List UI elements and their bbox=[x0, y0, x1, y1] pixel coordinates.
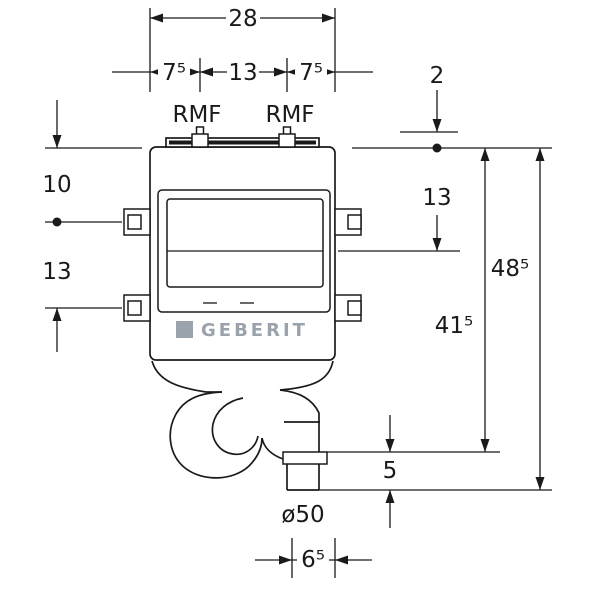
dim-label-left-offset: 7⁵ bbox=[162, 60, 186, 86]
geberit-logo-mark bbox=[176, 321, 193, 338]
mounting-clip-upper-right bbox=[334, 208, 362, 236]
p-trap-outer bbox=[169, 391, 263, 479]
rmf-connector-left bbox=[191, 126, 209, 148]
p-trap-inner bbox=[211, 397, 259, 456]
outlet-elbow bbox=[279, 389, 320, 425]
dim-row-offsets: 7⁵ 13 7⁵ bbox=[112, 58, 373, 92]
outlet-pipe bbox=[282, 425, 328, 491]
dim-label-side-lower: 13 bbox=[42, 259, 71, 285]
dim-label-outlet-step: 5 bbox=[383, 458, 398, 484]
dim-label-height-total: 48⁵ bbox=[491, 256, 530, 282]
dim-outlet-offset: 6⁵ bbox=[255, 538, 372, 578]
dim-left-side: 10 13 bbox=[42, 100, 142, 352]
dim-label-side-upper: 10 bbox=[42, 172, 71, 198]
reference-lines-right bbox=[319, 147, 552, 491]
dim-label-height-mid: 41⁵ bbox=[435, 313, 474, 339]
label-rmf-right: RMF bbox=[265, 102, 314, 128]
dim-label-right-offset: 7⁵ bbox=[299, 60, 323, 86]
dim-width-28: 28 bbox=[149, 4, 336, 92]
dim-height-mid: 41⁵ bbox=[430, 148, 490, 452]
geberit-logo-text: GEBERIT bbox=[201, 320, 308, 341]
funnel-left-edge bbox=[151, 360, 207, 393]
mounting-clip-lower-right bbox=[334, 294, 362, 322]
rmf-connector-right bbox=[278, 126, 296, 148]
dim-label-front-upper: 13 bbox=[422, 185, 451, 211]
mounting-clip-upper-left bbox=[123, 208, 151, 236]
dim-label-outlet-offset: 6⁵ bbox=[301, 547, 325, 573]
pipe-collar bbox=[282, 451, 328, 465]
dim-top-2: 2 bbox=[400, 63, 458, 153]
dim-height-total: 48⁵ bbox=[486, 148, 545, 490]
dim-label-diameter: ø50 bbox=[281, 502, 324, 528]
dim-front-13: 13 bbox=[167, 185, 460, 252]
dim-label-center-spacing: 13 bbox=[228, 60, 257, 86]
dim-outlet-step: 5 bbox=[383, 415, 398, 528]
label-rmf-left: RMF bbox=[172, 102, 221, 128]
trap-assembly bbox=[151, 360, 334, 479]
funnel-right-edge bbox=[289, 360, 334, 390]
geberit-logo: GEBERIT bbox=[176, 320, 308, 341]
dim-label-top-edge: 2 bbox=[430, 63, 445, 89]
mounting-clip-lower-left bbox=[123, 294, 151, 322]
dim-label-width: 28 bbox=[228, 6, 257, 32]
